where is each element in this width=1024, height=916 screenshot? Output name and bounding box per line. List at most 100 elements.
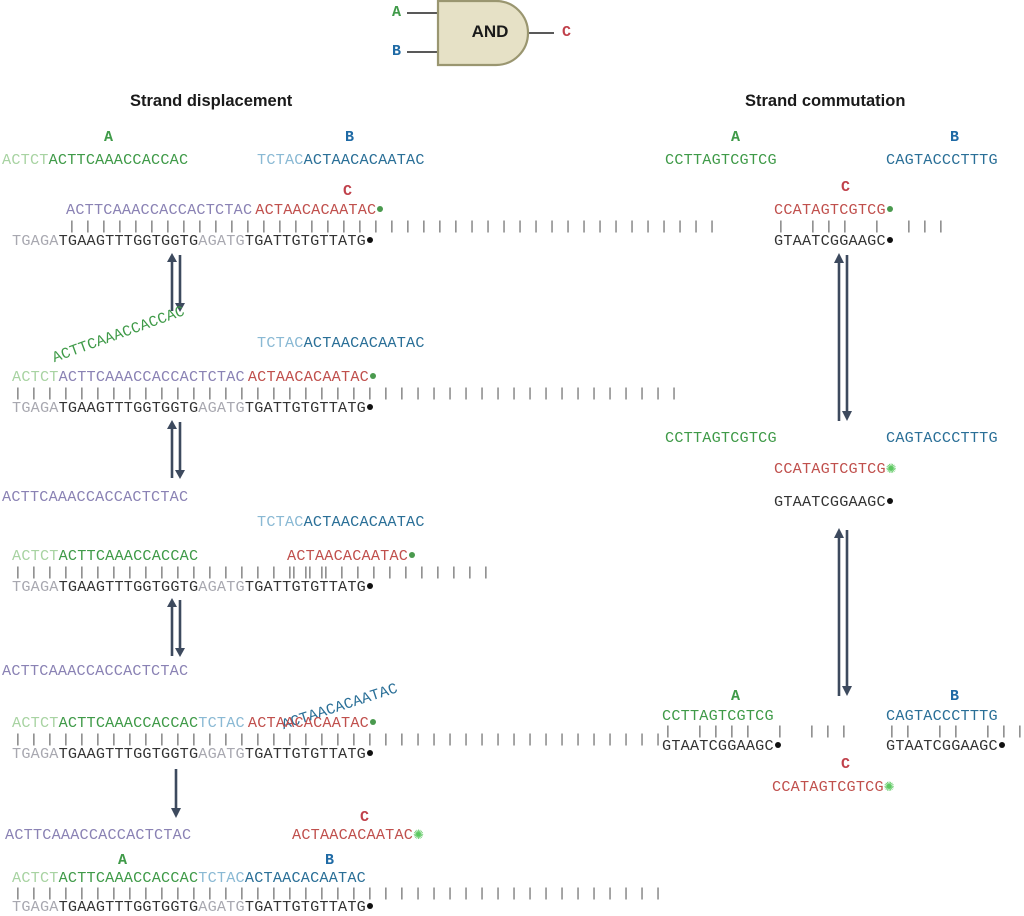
base-pairs-right: | | | | | | | | | | | | | xyxy=(290,565,491,580)
output-strand-c: ACTAACACAATAC xyxy=(255,201,377,219)
quencher-dot-icon xyxy=(366,902,373,909)
gate-input-b-label: B xyxy=(392,43,402,60)
template-strand: GTAATCGGAAGC xyxy=(774,493,893,511)
template-sequence: GTAATCGGAAGC xyxy=(886,737,998,755)
template-sequence: GTAATCGGAAGC xyxy=(774,493,886,511)
template-strand: TGAGATGAAGTTTGGTGGTGAGATGTGATTGTGTTATG xyxy=(12,232,373,250)
template-sequence: GTAATCGGAAGC xyxy=(662,737,774,755)
gate-output-c-label: C xyxy=(562,24,572,41)
template-seg-1: TGAGA xyxy=(12,232,59,250)
label-b: B xyxy=(325,852,335,869)
gate-body xyxy=(436,0,530,67)
strand-b-domain: ACTAACACAATAC xyxy=(303,334,425,352)
released-threshold-strand: ACTTCAAACCACCACTCTAC xyxy=(2,662,189,680)
output-strand-c: ACTAACACAATAC xyxy=(247,368,369,386)
base-pairs: | | | | | | | | xyxy=(777,219,946,234)
strand-b: TCTACACTAACACAATAC xyxy=(257,151,425,169)
released-output-strand-c: CCATAGTCGTCG✺ xyxy=(774,460,897,479)
strand-a: CCTTAGTCGTCG xyxy=(665,429,777,447)
strand-commutation-title: Strand commutation xyxy=(745,92,906,110)
reversible-arrow-icon xyxy=(167,598,185,657)
quencher-dot-icon xyxy=(366,749,373,756)
released-output-strand-c: ACTAACACAATAC✺ xyxy=(292,826,424,845)
template-seg-1: TGAGA xyxy=(12,399,59,417)
quencher-dot-icon xyxy=(366,582,373,589)
strand-b-toehold: TCTAC xyxy=(257,513,304,531)
gate-input-a-label: A xyxy=(392,4,402,21)
template-strand: TGAGATGAAGTTTGGTGGTGAGATGTGATTGTGTTATG xyxy=(12,578,373,596)
template-seg-3: AGATG xyxy=(198,578,245,596)
template-sequence: GTAATCGGAAGC xyxy=(774,232,886,250)
template-seg-4: TGATTGTGTTATG xyxy=(244,898,366,916)
strand-a-domain: ACTTCAAACCACCAC xyxy=(58,869,199,887)
template-seg-1: TGAGA xyxy=(12,578,59,596)
template-strand: GTAATCGGAAGC xyxy=(774,232,893,250)
strand-a-bound: CCTTAGTCGTCG xyxy=(662,707,774,725)
strand-a-toehold: ACTCT xyxy=(2,151,49,169)
template-seg-1: TGAGA xyxy=(12,898,59,916)
strand-a-domain: ACTTCAAACCACCAC xyxy=(48,151,189,169)
forward-arrow-icon xyxy=(171,769,181,818)
template-seg-2: TGAAGTTTGGTGGTG xyxy=(58,898,199,916)
strand-a-dangling-tail: ACTTCAAACCACCAC xyxy=(49,302,188,367)
label-b: B xyxy=(950,129,960,146)
strand-a-toehold: ACTCT xyxy=(12,368,59,386)
reversible-arrow-icon xyxy=(834,528,852,696)
strand-a-domain: ACTTCAAACCACCAC xyxy=(58,714,199,732)
strand-b-domain: ACTAACACAATAC xyxy=(303,513,425,531)
strand-b: TCTACACTAACACAATAC xyxy=(257,334,425,352)
and-gate-symbol xyxy=(407,0,554,67)
released-threshold-strand: ACTTCAAACCACCACTCTAC xyxy=(2,488,189,506)
strand-a-toehold: ACTCT xyxy=(12,869,59,887)
template-seg-4: TGATTGTGTTATG xyxy=(244,399,366,417)
strand-b-toehold: TCTAC xyxy=(198,714,245,732)
strand-a-bound: ACTCTACTTCAAACCACCAC xyxy=(12,547,198,565)
output-strand-c-bound: ACTAACACAATAC xyxy=(287,547,416,565)
label-c: C xyxy=(841,756,851,773)
strand-displacement-title: Strand displacement xyxy=(130,92,293,110)
active-fluorophore-icon: ✺ xyxy=(883,780,895,795)
template-seg-3: AGATG xyxy=(198,898,245,916)
active-fluorophore-icon: ✺ xyxy=(413,828,425,843)
template-seg-2: TGAAGTTTGGTGGTG xyxy=(58,232,199,250)
strand-b-bound: CAGTACCCTTTG xyxy=(886,707,998,725)
template-seg-1: TGAGA xyxy=(12,745,59,763)
label-c: C xyxy=(343,183,353,200)
output-strand-c: ACTAACACAATAC xyxy=(292,826,414,844)
strand-a-toehold: ACTCT xyxy=(12,714,59,732)
strand-a-toehold: ACTCT xyxy=(12,547,59,565)
quencher-dot-icon xyxy=(886,497,893,504)
label-c: C xyxy=(841,179,851,196)
strand-b-domain: ACTAACACAATAC xyxy=(303,151,425,169)
strand-b: TCTACACTAACACAATAC xyxy=(257,513,425,531)
base-pairs: | | | | | | | | | | | | | | | | | | | | … xyxy=(14,386,679,401)
quencher-dot-icon xyxy=(886,236,893,243)
template-seg-3: AGATG xyxy=(198,745,245,763)
threshold-strand: ACTTCAAACCACCACTCTAC xyxy=(58,368,245,386)
label-b: B xyxy=(950,688,960,705)
quencher-dot-icon xyxy=(366,236,373,243)
output-strand-c: CCATAGTCGTCG xyxy=(772,778,884,796)
template-seg-2: TGAAGTTTGGTGGTG xyxy=(58,578,199,596)
label-a: A xyxy=(731,688,741,705)
strand-b-toehold: TCTAC xyxy=(257,151,304,169)
label-b: B xyxy=(345,129,355,146)
gate-label: AND xyxy=(471,22,509,41)
reversible-arrow-icon xyxy=(834,253,852,421)
strand-a-domain: ACTTCAAACCACCAC xyxy=(58,547,199,565)
reversible-arrow-icon xyxy=(167,420,185,479)
strand-a: CCTTAGTCGTCG xyxy=(665,151,777,169)
output-strand-c: CCATAGTCGTCG xyxy=(774,460,886,478)
template-seg-4: TGATTGTGTTATG xyxy=(244,745,366,763)
base-pairs-b: | | | | | | | | | xyxy=(888,724,1024,739)
template-strand-a: GTAATCGGAAGC xyxy=(662,737,781,755)
quencher-dot-icon xyxy=(774,741,781,748)
label-a: A xyxy=(731,129,741,146)
template-strand: TGAGATGAAGTTTGGTGGTGAGATGTGATTGTGTTATG xyxy=(12,399,373,417)
strand-b: CAGTACCCTTTG xyxy=(886,429,998,447)
template-strand: TGAGATGAAGTTTGGTGGTGAGATGTGATTGTGTTATG xyxy=(12,898,373,916)
strands-a-b-bound: ACTCTACTTCAAACCACCACTCTACACTAACACAATAC xyxy=(12,869,366,887)
